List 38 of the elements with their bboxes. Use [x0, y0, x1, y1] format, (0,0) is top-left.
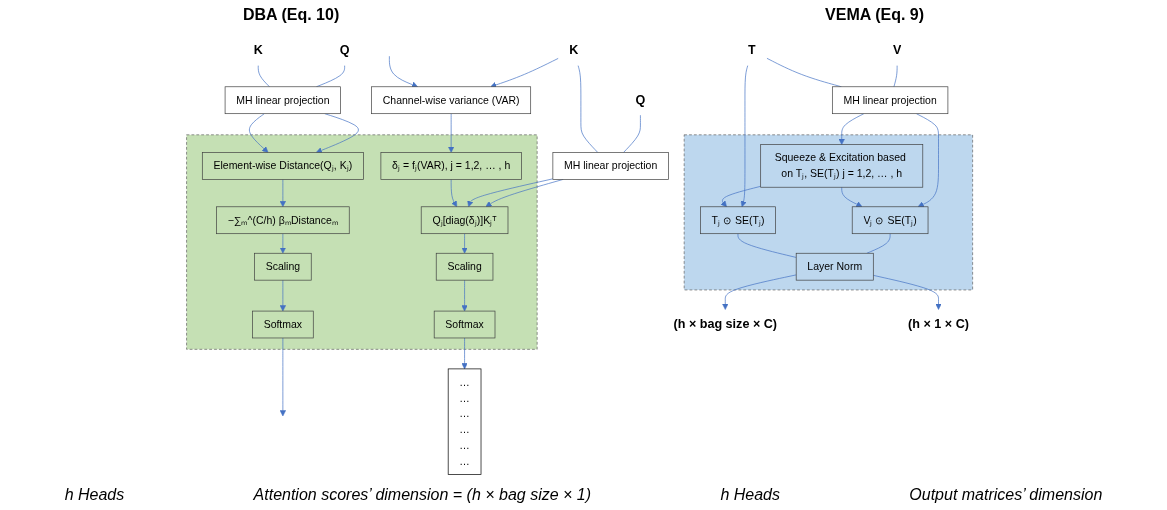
node-box: Scaling — [436, 252, 494, 281]
node-box: Tⱼ ⊙ SE(Tⱼ) — [700, 206, 777, 235]
node-box: Element-wise Distance(Qⱼ, Kⱼ) — [202, 152, 364, 180]
section-heading: DBA (Eq. 10) — [242, 6, 340, 24]
cluster — [683, 134, 974, 291]
node-box: Scaling — [254, 252, 312, 281]
node-text: (h × 1 × C) — [908, 317, 970, 332]
node-text: (h × bag size × C) — [673, 317, 778, 332]
node-box: Vⱼ ⊙ SE(Tⱼ) — [852, 206, 929, 235]
node-text: V — [893, 43, 902, 58]
node-box: Qⱼ[diag(δⱼ)]Kⱼᵀ — [421, 206, 509, 235]
cluster — [186, 134, 538, 350]
node-text: T — [748, 43, 756, 58]
node-box: −∑ₘ^(C/h) βₘDistanceₘ — [216, 206, 350, 235]
caption: h Heads — [720, 486, 780, 504]
connector — [866, 233, 891, 254]
node-text: K — [569, 43, 579, 58]
node-box: Softmax — [434, 310, 496, 339]
caption: Output matrices’ dimension — [909, 486, 1103, 504]
node-text: Q — [339, 43, 350, 58]
connector — [893, 65, 898, 88]
section-heading: VEMA (Eq. 9) — [825, 6, 925, 24]
connector — [623, 114, 641, 153]
node-box: Channel-wise variance (VAR) — [371, 86, 532, 115]
node-box: MH linear projection — [552, 152, 669, 180]
node-box: MH linear projection — [224, 86, 342, 115]
node-box: … … … … … … — [447, 368, 482, 475]
node-box: Layer Norm — [796, 252, 874, 281]
node-text: K — [253, 43, 263, 58]
node-box: δⱼ = fⱼ(VAR), j = 1,2, … , h — [380, 152, 522, 180]
connector — [737, 233, 797, 258]
connector — [258, 65, 270, 88]
caption: h Heads — [64, 486, 125, 504]
connector — [577, 65, 599, 153]
node-text: Q — [635, 92, 646, 107]
node-box: Softmax — [252, 310, 314, 339]
node-box: MH linear projection — [832, 86, 949, 115]
node-box: Squeeze & Excitation based on Tⱼ, SE(Tⱼ) j = 1,2, … , h — [760, 144, 924, 188]
